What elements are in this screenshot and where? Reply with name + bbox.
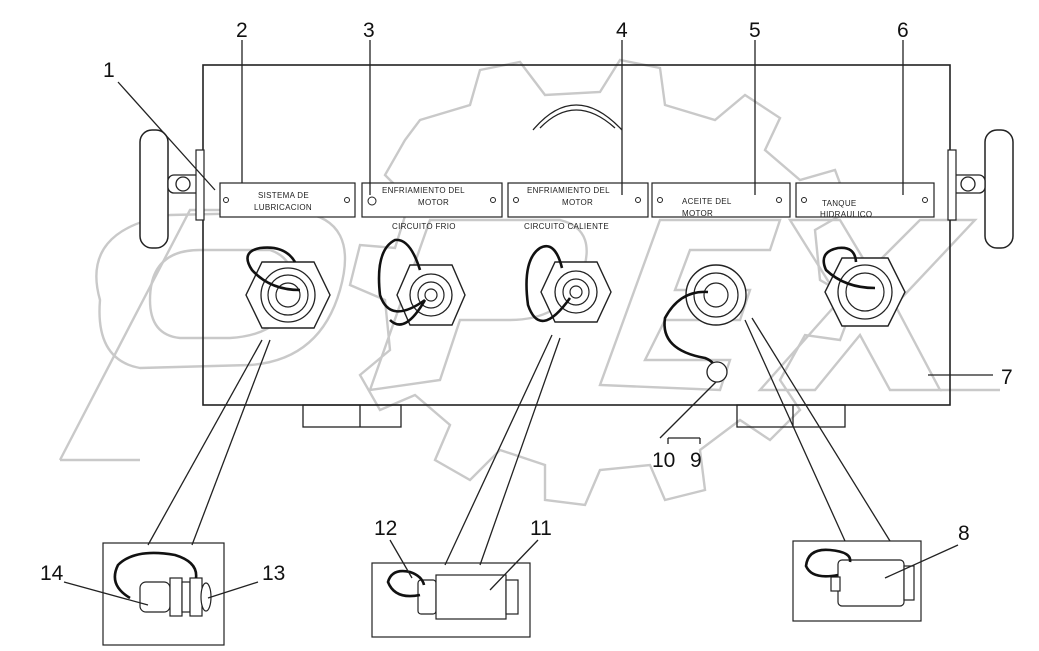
detail-box-middle xyxy=(371,562,531,638)
coupling-cooling-cold xyxy=(377,238,466,326)
detail-box-left xyxy=(102,542,225,646)
plate-lubrication: SISTEMA DE LUBRICACION xyxy=(219,182,356,218)
plate-cooling-hot-line1: ENFRIAMIENTO DEL xyxy=(527,186,610,195)
callout-12: 12 xyxy=(374,517,397,540)
callout-11: 11 xyxy=(530,517,552,540)
coupling-lubrication xyxy=(245,246,331,329)
dust-cap xyxy=(706,361,728,383)
callout-1: 1 xyxy=(103,59,115,82)
plate-engine-oil: ACEITE DEL MOTOR xyxy=(651,182,791,218)
plate-lubrication-line2: LUBRICACION xyxy=(254,203,312,212)
plate-lubrication-line1: SISTEMA DE xyxy=(258,191,309,200)
top-handle xyxy=(532,104,623,131)
plate-oil-line1: ACEITE DEL xyxy=(682,197,732,206)
plate-hydraulic-line1: TANQUE xyxy=(822,199,857,208)
callout-13: 13 xyxy=(262,562,285,585)
panel-body xyxy=(202,64,951,406)
plate-engine-cooling-hot: ENFRIAMIENTO DEL MOTOR xyxy=(507,182,649,218)
plate-cooling-cold-line2: MOTOR xyxy=(418,198,449,207)
plate-cooling-hot-line2: MOTOR xyxy=(562,198,593,207)
coupling-hydraulic-tank xyxy=(822,246,906,327)
coupling-engine-oil xyxy=(663,264,747,383)
leader-lines xyxy=(63,40,993,606)
coupling-cooling-hot xyxy=(525,244,612,323)
callout-7: 7 xyxy=(1001,366,1013,389)
right-handle xyxy=(947,129,1014,249)
panel-foot-right xyxy=(736,404,846,428)
plate-oil-line2: MOTOR xyxy=(682,209,713,218)
callout-9: 9 xyxy=(690,449,702,472)
callout-6: 6 xyxy=(897,19,909,42)
detail-box-right xyxy=(792,540,922,622)
callout-3: 3 xyxy=(363,19,375,42)
plate-hydraulic-line2: HIDRAULICO xyxy=(820,210,872,219)
left-handle xyxy=(139,129,205,249)
callout-2: 2 xyxy=(236,19,248,42)
callout-8: 8 xyxy=(958,522,970,545)
plate-hydraulic-tank: TANQUE HIDRAULICO xyxy=(795,182,935,219)
callout-14: 14 xyxy=(40,562,64,585)
callout-4: 4 xyxy=(616,19,628,42)
callout-10: 10 xyxy=(652,449,675,472)
plate-cooling-cold-line1: ENFRIAMIENTO DEL xyxy=(382,186,465,195)
plate-engine-cooling-cold: ENFRIAMIENTO DEL MOTOR xyxy=(361,182,503,218)
callout-5: 5 xyxy=(749,19,761,42)
panel-foot-left xyxy=(302,404,402,428)
circuit-hot-label: CIRCUITO CALIENTE xyxy=(524,222,609,231)
circuit-cold-label: CIRCUITO FRIO xyxy=(392,222,456,231)
